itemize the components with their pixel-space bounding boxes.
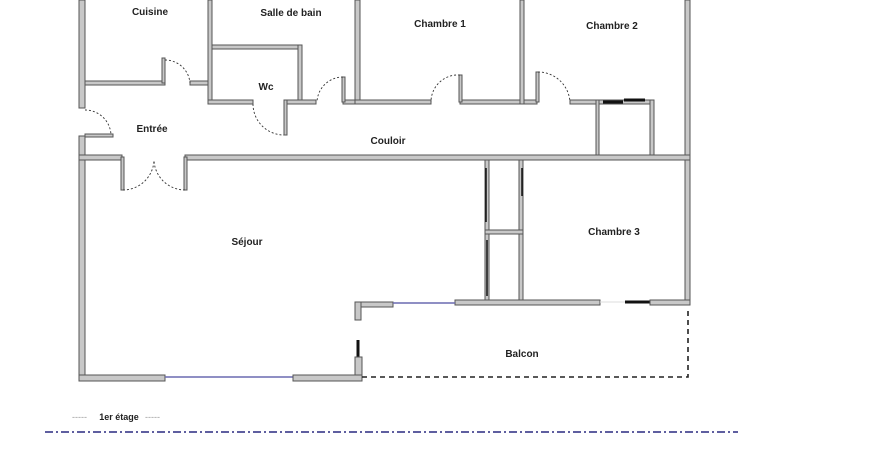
door-swing xyxy=(430,74,461,103)
room-label-sejour: Séjour xyxy=(231,237,262,248)
wall xyxy=(649,99,655,158)
door-swing xyxy=(316,76,344,103)
door-jamb xyxy=(183,156,188,191)
room-label-salle-de-bain: Salle de bain xyxy=(260,8,321,19)
wall xyxy=(297,44,303,103)
wall xyxy=(211,44,303,50)
balcony-outline xyxy=(362,308,689,378)
wall xyxy=(78,0,86,109)
room-label-cuisine: Cuisine xyxy=(132,7,169,18)
wall xyxy=(207,0,213,105)
doors xyxy=(84,59,571,191)
room-label-balcon: Balcon xyxy=(505,349,538,360)
wall xyxy=(292,374,363,382)
door-jamb xyxy=(283,99,288,136)
room-label-chambre-3: Chambre 3 xyxy=(588,227,640,238)
door-swing xyxy=(153,159,186,191)
wall xyxy=(283,99,317,105)
door-swing xyxy=(164,59,191,84)
wall xyxy=(189,80,211,86)
floor-label-dashes-left: ----- xyxy=(72,412,87,422)
wall xyxy=(519,0,525,105)
room-label-entree: Entrée xyxy=(136,124,168,135)
wall xyxy=(78,154,123,161)
wall xyxy=(484,229,524,235)
room-label-chambre-2: Chambre 2 xyxy=(586,21,638,32)
wall xyxy=(354,0,361,105)
room-label-couloir: Couloir xyxy=(371,136,406,147)
room-label-chambre-1: Chambre 1 xyxy=(414,19,466,30)
wall xyxy=(84,80,166,86)
door-jamb xyxy=(84,133,114,138)
walls xyxy=(78,0,691,382)
wall xyxy=(454,299,601,306)
door-swing xyxy=(537,71,571,103)
wall xyxy=(207,99,254,105)
door-jamb xyxy=(458,74,463,103)
wall xyxy=(684,0,691,306)
wall xyxy=(354,301,362,321)
wall xyxy=(459,99,538,105)
wall xyxy=(595,99,600,158)
door-swing xyxy=(252,103,285,136)
wall xyxy=(184,154,691,161)
wall xyxy=(354,99,432,105)
door-jamb xyxy=(535,71,540,103)
wall xyxy=(78,374,166,382)
door-jamb xyxy=(161,57,166,84)
room-label-wc: Wc xyxy=(259,82,274,93)
floor-label-dashes-right: ----- xyxy=(145,412,160,422)
floor-label: 1er étage xyxy=(99,412,139,422)
door-jamb xyxy=(341,76,346,103)
wall xyxy=(78,135,86,382)
door-jamb xyxy=(120,156,125,191)
wall xyxy=(649,299,691,306)
door-swing xyxy=(84,109,112,136)
door-swing xyxy=(122,159,155,191)
